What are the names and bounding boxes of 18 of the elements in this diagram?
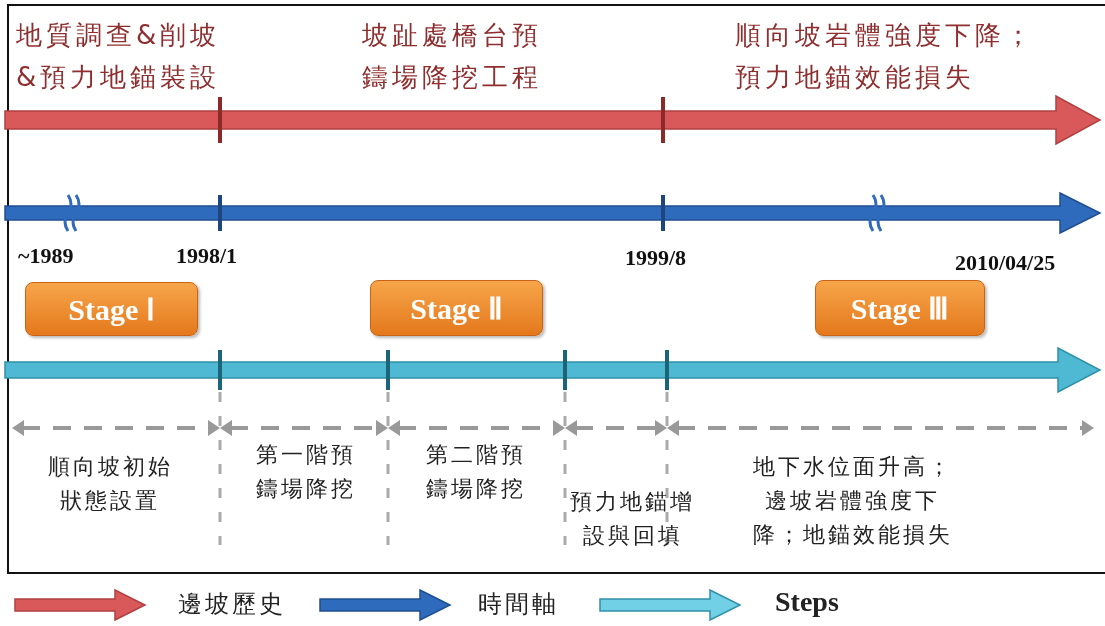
legend-label: 時間軸 bbox=[478, 589, 559, 620]
date-label: 1999/8 bbox=[625, 245, 688, 271]
step-label: 預力地錨增設與回填 bbox=[569, 488, 696, 550]
legend-label: 邊坡歷史 bbox=[178, 589, 286, 620]
event-label: 地質調查&削坡&預力地錨裝設 bbox=[16, 19, 222, 94]
event-label: 坡趾處橋台預鑄場降挖工程 bbox=[362, 19, 543, 94]
stage-box: Stage Ⅱ bbox=[370, 280, 543, 336]
date-label: 1998/1 bbox=[176, 243, 239, 269]
step-label: 第二階預鑄場降挖 bbox=[425, 441, 527, 503]
step-label: 第一階預鑄場降挖 bbox=[255, 441, 357, 503]
date-label: 2010/04/25 bbox=[955, 250, 1057, 276]
step-label: 順向坡初始狀態設置 bbox=[46, 453, 174, 515]
date-label: ~1989 bbox=[18, 243, 75, 269]
step-label: 地下水位面升高；邊坡岩體強度下降；地錨效能損失 bbox=[751, 453, 954, 549]
stage-box: Stage Ⅰ bbox=[25, 282, 198, 336]
stage-box: Stage Ⅲ bbox=[815, 280, 985, 336]
legend-label: Steps bbox=[775, 586, 839, 618]
event-label: 順向坡岩體強度下降；預力地錨效能損失 bbox=[735, 19, 1036, 94]
